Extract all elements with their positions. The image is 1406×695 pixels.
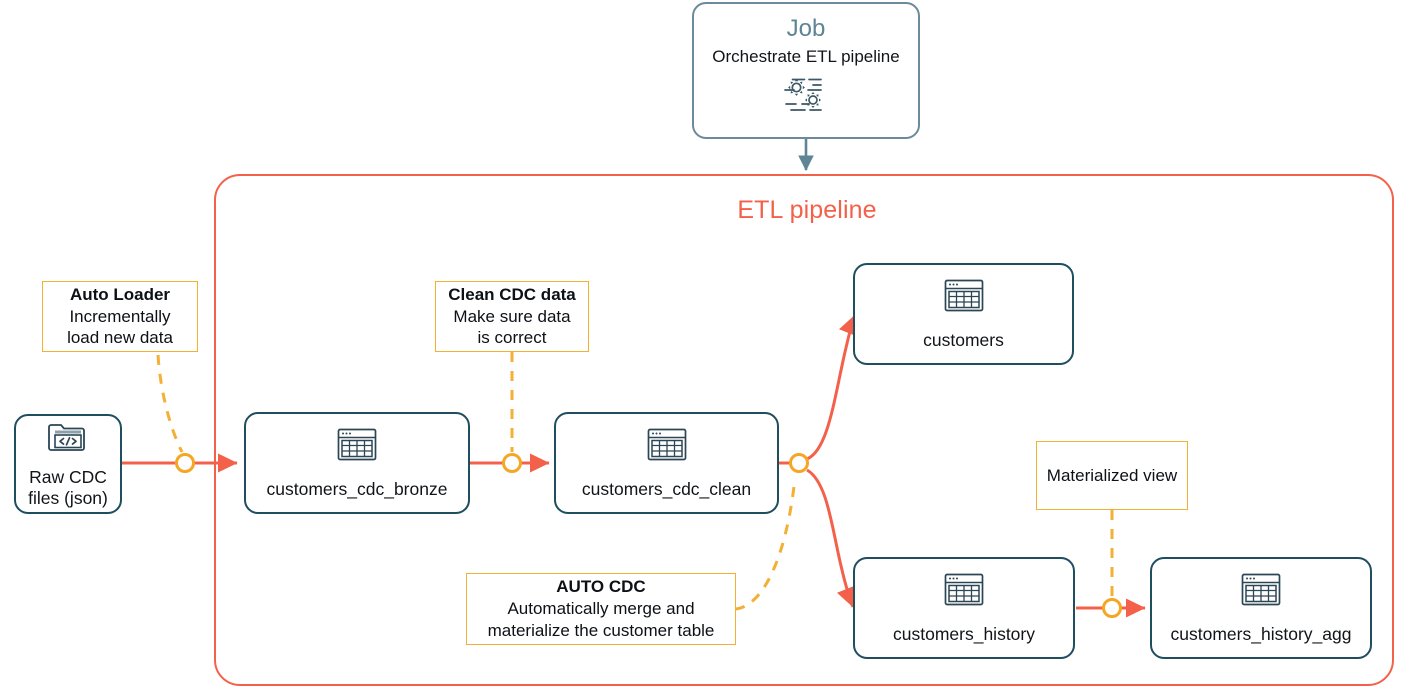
note-body-line1: Automatically merge and: [507, 599, 695, 619]
node-label: customers: [923, 329, 1004, 350]
node-label: customers_cdc_bronze: [266, 478, 448, 499]
note-body-line2: materialize the customer table: [487, 620, 715, 640]
note-body-line1: Make sure data: [453, 306, 571, 326]
node-label-line1: Raw CDC: [29, 466, 107, 487]
note-body-line2: load new data: [67, 328, 173, 348]
note-clean-cdc-data: Clean CDC data Make sure data is correct: [435, 281, 589, 352]
node-customers[interactable]: customers: [853, 263, 1074, 365]
note-title: AUTO CDC: [556, 577, 646, 597]
table-icon: [1240, 572, 1282, 615]
node-label: customers_cdc_clean: [581, 478, 752, 499]
node-customers-history[interactable]: customers_history: [853, 557, 1075, 659]
table-icon: [943, 278, 985, 321]
table-icon: [336, 427, 378, 470]
node-customers-cdc-bronze[interactable]: customers_cdc_bronze: [244, 412, 470, 514]
node-label: Raw CDC files (json): [28, 467, 108, 510]
folder-code-icon: [48, 419, 88, 458]
etl-pipeline-container: [214, 174, 1394, 686]
table-icon: [943, 572, 985, 615]
note-body-line2: is correct: [477, 328, 547, 348]
pipeline-title: ETL pipeline: [737, 196, 877, 224]
note-materialized-view: Materialized view: [1036, 441, 1188, 510]
gears-workflow-icon: [783, 74, 829, 119]
job-card[interactable]: Job Orchestrate ETL pipeline: [692, 2, 920, 139]
node-raw-cdc-files[interactable]: Raw CDC files (json): [14, 414, 122, 514]
junction-node-auto-loader: [175, 453, 195, 473]
note-title: Clean CDC data: [448, 284, 576, 304]
node-label: customers_history: [893, 623, 1035, 644]
note-title: Auto Loader: [69, 284, 171, 304]
leader-auto-loader: [156, 354, 184, 453]
note-auto-loader: Auto Loader Incrementally load new data: [42, 281, 198, 352]
note-title: Materialized view: [1046, 465, 1178, 485]
table-icon: [646, 427, 688, 470]
node-customers-history-agg[interactable]: customers_history_agg: [1150, 557, 1372, 659]
job-title: Job: [786, 15, 826, 42]
note-auto-cdc: AUTO CDC Automatically merge and materia…: [466, 573, 736, 645]
node-label: customers_history_agg: [1170, 623, 1352, 644]
node-label-line2: files (json): [28, 488, 108, 508]
node-customers-cdc-clean[interactable]: customers_cdc_clean: [554, 412, 779, 514]
note-body-line1: Incrementally: [69, 306, 171, 326]
job-subtitle: Orchestrate ETL pipeline: [712, 47, 900, 67]
